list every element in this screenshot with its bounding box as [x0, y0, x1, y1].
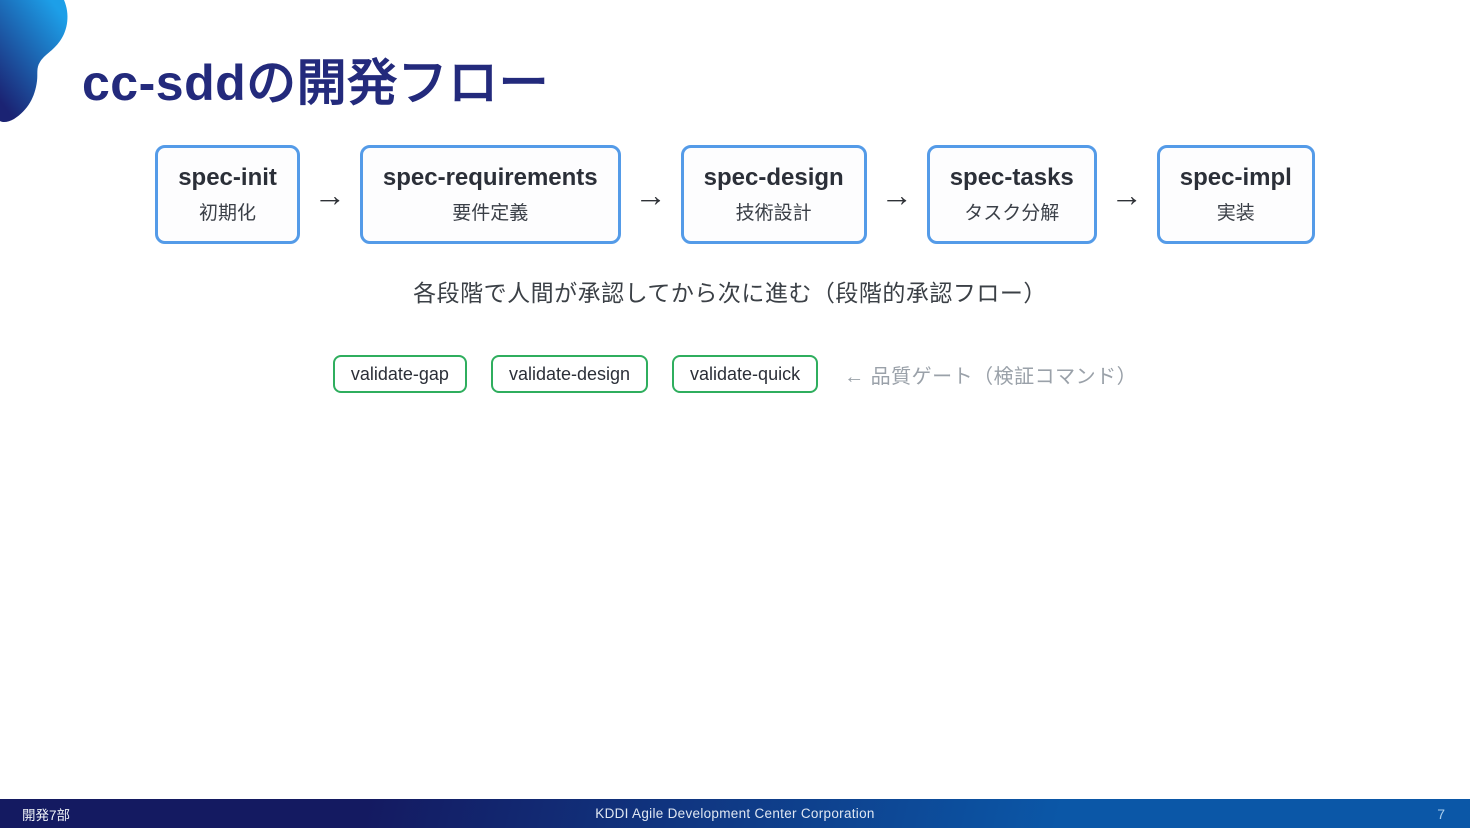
- flow-step-command: spec-impl: [1179, 164, 1292, 191]
- flow-diagram: spec-init 初期化 → spec-requirements 要件定義 →…: [0, 145, 1470, 244]
- gate-validate-design: validate-design: [490, 355, 649, 393]
- arrow-right-icon: →: [880, 176, 913, 213]
- flow-step-spec-design: spec-design 技術設計: [680, 145, 867, 244]
- corner-blob-decoration: [0, 0, 68, 123]
- footer-page-number: 7: [1437, 805, 1445, 822]
- gate-validate-quick: validate-quick: [672, 355, 819, 393]
- approval-flow-note: 各段階で人間が承認してから次に進む（段階的承認フロー）: [413, 280, 1047, 306]
- flow-step-command: spec-init: [178, 164, 277, 191]
- quality-gate-note: ← 品質ゲート（検証コマンド）: [844, 365, 1138, 388]
- arrow-right-icon: →: [634, 176, 667, 213]
- flow-step-spec-tasks: spec-tasks タスク分解: [926, 145, 1097, 244]
- flow-step-spec-requirements: spec-requirements 要件定義: [359, 145, 621, 244]
- footer-bar: 開発7部 KDDI Agile Development Center Corpo…: [0, 799, 1470, 828]
- flow-step-command: spec-design: [703, 164, 844, 191]
- footer-department: 開発7部: [22, 807, 71, 823]
- flow-step-label: 実装: [1216, 203, 1255, 224]
- flow-step-label: 技術設計: [735, 203, 812, 224]
- flow-step-command: spec-requirements: [382, 164, 598, 191]
- arrow-right-icon: →: [1110, 176, 1143, 213]
- flow-step-label: タスク分解: [964, 203, 1060, 224]
- quality-gates: validate-gap validate-design validate-qu…: [0, 355, 1470, 393]
- flow-step-spec-init: spec-init 初期化: [155, 145, 300, 244]
- flow-step-label: 初期化: [199, 203, 257, 224]
- flow-step-label: 要件定義: [452, 203, 529, 224]
- gate-validate-gap: validate-gap: [332, 355, 467, 393]
- page-title: cc-sddの開発フロー: [82, 55, 550, 111]
- footer-company: KDDI Agile Development Center Corporatio…: [595, 806, 875, 821]
- arrow-right-icon: →: [313, 176, 346, 213]
- flow-step-command: spec-tasks: [949, 164, 1074, 191]
- flow-step-spec-impl: spec-impl 実装: [1156, 145, 1315, 244]
